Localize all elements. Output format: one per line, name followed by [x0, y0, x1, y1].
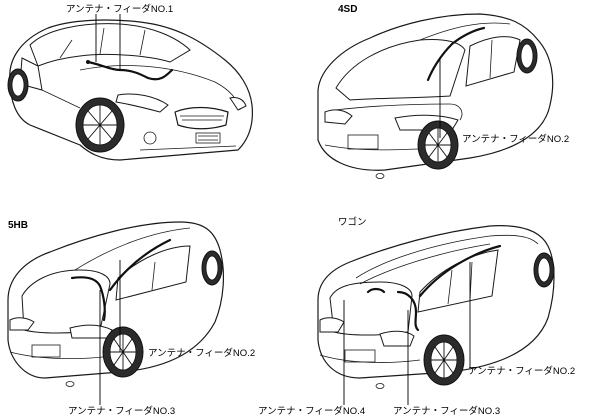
sedan-feeder-no2-cable	[426, 26, 486, 82]
car-front-view	[7, 19, 253, 161]
variant-label-5hb: 5HB	[8, 220, 28, 231]
car-hatchback-rear-view	[7, 221, 224, 387]
wagon-feeder-no4-cable	[366, 287, 386, 294]
variant-label-wagon: ワゴン	[338, 216, 367, 228]
label-sedan-feeder-no2: アンテナ・フィーダNO.2	[462, 133, 569, 145]
car-wagon-rear-view	[317, 225, 555, 389]
label-front-feeder-no1: アンテナ・フィーダNO.1	[66, 3, 173, 15]
car-sedan-rear-view	[317, 13, 554, 179]
variant-label-4sd: 4SD	[338, 4, 357, 15]
label-wagon-feeder-no4: アンテナ・フィーダNO.4	[258, 405, 365, 417]
label-hatchback-feeder-no2: アンテナ・フィーダNO.2	[148, 347, 255, 359]
feeder-no1-cable	[86, 60, 174, 81]
label-wagon-feeder-no3: アンテナ・フィーダNO.3	[393, 405, 500, 417]
wagon-feeder-no3-cable	[396, 290, 420, 332]
hatchback-feeder-no2-cable	[108, 238, 172, 292]
hatchback-feeder-no3-cable	[70, 276, 106, 322]
label-wagon-feeder-no2: アンテナ・フィーダNO.2	[468, 365, 575, 377]
leader-lines	[95, 14, 471, 405]
label-hatchback-feeder-no3: アンテナ・フィーダNO.3	[68, 405, 175, 417]
wagon-feeder-no2-cable	[418, 244, 502, 298]
